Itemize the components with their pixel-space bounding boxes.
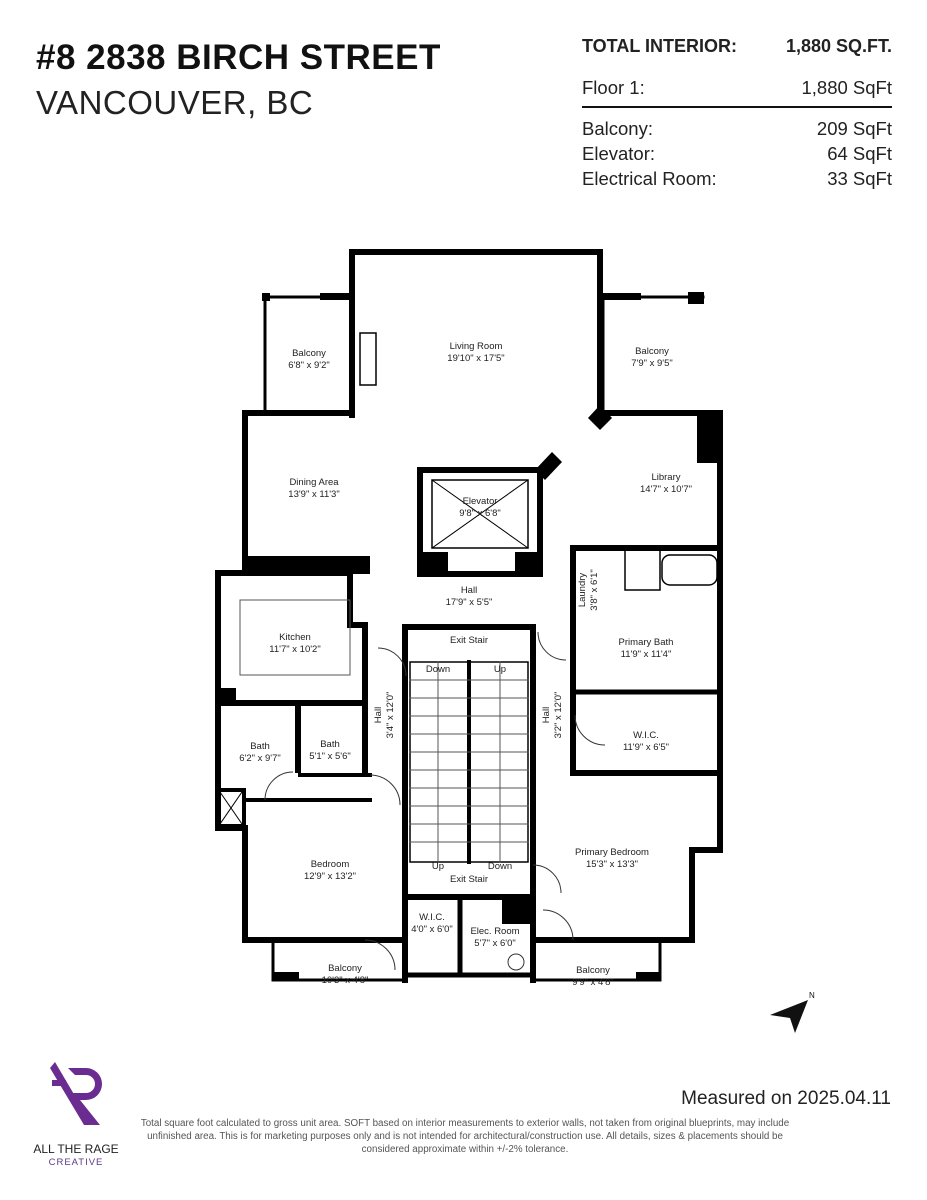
room-dims: 6'8" x 9'2" bbox=[288, 360, 330, 371]
area-row-electrical: Electrical Room: 33 SqFt bbox=[582, 166, 892, 191]
room-name: W.I.C. bbox=[633, 730, 659, 741]
area-value: 209 SqFt bbox=[816, 118, 892, 139]
room-dims: 11'9" x 11'4" bbox=[621, 649, 672, 660]
room-name: Elevator bbox=[463, 496, 498, 507]
north-arrow-icon: N bbox=[770, 991, 815, 1033]
total-value: 1,880 SQ.FT. bbox=[785, 36, 892, 56]
room-labels: Living Room 19'10" x 17'5" Balcony 6'8" … bbox=[239, 341, 692, 988]
room-name: Dining Area bbox=[289, 477, 339, 488]
area-row-balcony: Balcony: 209 SqFt bbox=[582, 116, 892, 141]
stair-up: Up bbox=[432, 861, 444, 872]
room-name: Balcony bbox=[576, 965, 610, 976]
north-label: N bbox=[809, 991, 815, 1000]
area-value: 64 SqFt bbox=[827, 143, 892, 164]
room-name: Primary Bedroom bbox=[575, 847, 649, 858]
room-dims: 5'7" x 6'0" bbox=[474, 938, 516, 949]
room-name: Kitchen bbox=[279, 632, 311, 643]
room-name: Balcony bbox=[328, 963, 362, 974]
area-label: Balcony: bbox=[582, 118, 653, 139]
room-name: W.I.C. bbox=[419, 912, 445, 923]
room-name: Library bbox=[651, 472, 680, 483]
room-dims: 3'8" x 6'1" bbox=[589, 569, 600, 611]
room-name: Bath bbox=[320, 739, 340, 750]
room-dims: 10'3" x 4'8" bbox=[322, 975, 369, 986]
brand-name: ALL THE RAGE bbox=[33, 1142, 119, 1156]
room-name: Hall bbox=[541, 707, 552, 723]
room-dims: 7'9" x 9'5" bbox=[631, 358, 673, 369]
area-summary: TOTAL INTERIOR: 1,880 SQ.FT. Floor 1: 1,… bbox=[582, 34, 892, 191]
area-label: Electrical Room: bbox=[582, 168, 717, 189]
brand-logo-icon bbox=[50, 1062, 102, 1125]
stair-down: Down bbox=[488, 861, 512, 872]
area-label: Elevator: bbox=[582, 143, 656, 164]
disclaimer: Total square foot calculated to gross un… bbox=[140, 1118, 790, 1155]
room-dims: 3'4" x 12'0" bbox=[385, 692, 396, 739]
floor-label: Floor 1: bbox=[582, 77, 645, 98]
room-name: Primary Bath bbox=[619, 637, 674, 648]
room-name: Balcony bbox=[292, 348, 326, 359]
area-value: 33 SqFt bbox=[827, 168, 892, 189]
room-dims: 12'9" x 13'2" bbox=[304, 871, 356, 882]
stair-down: Down bbox=[426, 664, 450, 675]
divider bbox=[582, 106, 892, 108]
room-dims: 11'7" x 10'2" bbox=[269, 644, 320, 655]
address-line-2: VANCOUVER, BC bbox=[36, 84, 314, 121]
measured-date: Measured on 2025.04.11 bbox=[681, 1088, 891, 1109]
room-dims: 14'7" x 10'7" bbox=[640, 484, 692, 495]
room-name: Hall bbox=[373, 707, 384, 723]
stair-title: Exit Stair bbox=[450, 874, 488, 885]
room-name: Elec. Room bbox=[470, 926, 519, 937]
room-name: Living Room bbox=[450, 341, 503, 352]
room-dims: 3'2" x 12'0" bbox=[553, 692, 564, 739]
brand-subtitle: CREATIVE bbox=[48, 1157, 104, 1168]
room-dims: 9'8" x 6'8" bbox=[459, 508, 501, 519]
room-dims: 19'10" x 17'5" bbox=[447, 353, 504, 364]
room-dims: 4'0" x 6'0" bbox=[411, 924, 453, 935]
address-line-1: #8 2838 BIRCH STREET bbox=[36, 38, 441, 77]
room-dims: 9'9" x 4'8" bbox=[572, 977, 614, 988]
room-name: Bedroom bbox=[311, 859, 350, 870]
room-name: Laundry bbox=[577, 573, 588, 608]
total-interior: TOTAL INTERIOR: 1,880 SQ.FT. bbox=[582, 34, 892, 59]
stair-title: Exit Stair bbox=[450, 635, 488, 646]
room-dims: 15'3" x 13'3" bbox=[586, 859, 638, 870]
area-row-elevator: Elevator: 64 SqFt bbox=[582, 141, 892, 166]
stair-up: Up bbox=[494, 664, 506, 675]
floor-value: 1,880 SqFt bbox=[801, 77, 892, 98]
total-label: TOTAL INTERIOR: bbox=[582, 36, 737, 56]
room-name: Balcony bbox=[635, 346, 669, 357]
room-dims: 5'1" x 5'6" bbox=[309, 751, 351, 762]
room-name: Hall bbox=[461, 585, 477, 596]
room-dims: 17'9" x 5'5" bbox=[446, 597, 493, 608]
floor-row: Floor 1: 1,880 SqFt bbox=[582, 75, 892, 100]
room-name: Bath bbox=[250, 741, 270, 752]
room-dims: 11'9" x 6'5" bbox=[623, 742, 669, 753]
room-dims: 13'9" x 11'3" bbox=[288, 489, 339, 500]
room-dims: 6'2" x 9'7" bbox=[239, 753, 281, 764]
walls bbox=[215, 249, 723, 983]
doors bbox=[264, 631, 606, 971]
